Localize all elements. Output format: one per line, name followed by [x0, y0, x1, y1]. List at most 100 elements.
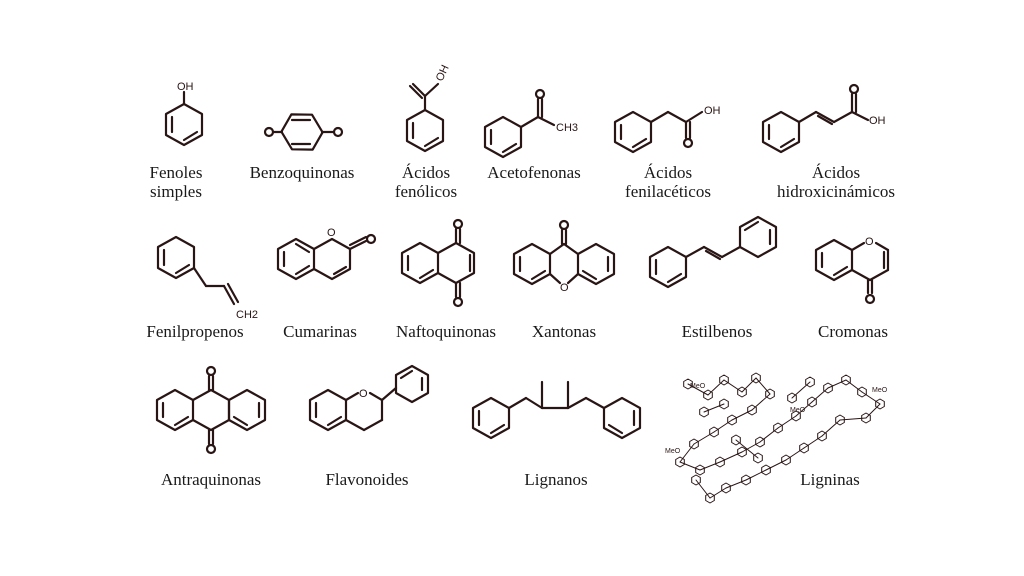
ring-oxygen: O [327, 227, 336, 239]
lignin-bond [699, 461, 721, 471]
lignin-ring [751, 372, 761, 384]
lignin-ring [787, 392, 797, 404]
lignin-bond [687, 383, 709, 396]
lignin-ring [807, 396, 817, 408]
oh-label: OH [704, 105, 721, 117]
lignin-ring [727, 414, 737, 426]
lignin-bond [777, 415, 797, 429]
ch3-label: CH3 [556, 122, 578, 134]
lignin-bond [723, 379, 743, 393]
lignin-bond [865, 403, 881, 419]
lignin-ring [805, 376, 815, 388]
lignin-ring [709, 426, 719, 438]
lignin-ring [861, 412, 871, 424]
lignin-bond [755, 377, 771, 395]
ring-oxygen: O [865, 236, 874, 248]
lignin-ring [683, 378, 693, 390]
lignin-ring [799, 442, 809, 454]
lignin-bond [741, 441, 761, 453]
lignin-bond [845, 379, 863, 393]
label-fenilpropenos: Fenilpropenos [146, 322, 244, 341]
lignin-ring [875, 398, 885, 410]
label-xantonas: Xantonas [531, 322, 597, 341]
lignin-bond [725, 479, 747, 489]
lignin-bond [791, 381, 811, 399]
label-benzoquinonas: Benzoquinonas [249, 163, 355, 182]
lignin-bond [861, 391, 881, 405]
lignin-ring [791, 410, 801, 422]
methoxy-label: MeO [690, 383, 706, 390]
lignin-bond [695, 479, 711, 499]
lignin-ring [689, 438, 699, 450]
lignin-ring [835, 414, 845, 426]
label-flavonoides: Flavonoides [325, 470, 409, 489]
lignin-bond [709, 487, 727, 499]
methoxy-label: MeO [872, 387, 888, 394]
lignin-ring [699, 406, 709, 418]
lignin-ring [737, 446, 747, 458]
lignin-bond [719, 451, 743, 463]
lignin-ring [737, 386, 747, 398]
lignin-ring [719, 398, 729, 410]
lignin-ring [695, 464, 705, 476]
lignin-ring [755, 436, 765, 448]
lignin-ring [705, 492, 715, 504]
lignin-bond [707, 379, 725, 396]
methoxy-label: MeO [790, 407, 806, 414]
lignin-ring [741, 474, 751, 486]
ring-oxygen: O [560, 282, 569, 294]
label-acetofenonas: Acetofenonas [487, 163, 581, 182]
lignin-ring [765, 388, 775, 400]
ring-oxygen: O [359, 388, 368, 400]
lignin-bond [745, 469, 767, 481]
lignin-ring [747, 404, 757, 416]
label-cumarinas: Cumarinas [283, 322, 357, 341]
lignin-ring [721, 482, 731, 494]
lignin-bond [741, 377, 757, 393]
lignin-ring [823, 382, 833, 394]
lignin-bond [795, 401, 813, 417]
methoxy-label: MeO [665, 448, 681, 455]
lignin-bond [679, 443, 695, 463]
lignin-bond [679, 461, 701, 471]
lignin-bond [751, 393, 771, 411]
label-antraquinonas: Antraquinonas [160, 470, 262, 489]
lignin-bond [759, 427, 779, 443]
lignin-bond [821, 419, 841, 437]
label-naftoquinonas: Naftoquinonas [395, 322, 497, 341]
label-lignanos: Lignanos [524, 470, 588, 489]
lignin-bond [785, 447, 805, 461]
lignin-ring [761, 464, 771, 476]
label-estilbenos: Estilbenos [681, 322, 753, 341]
lignin-ring [703, 389, 713, 401]
lignin-ring [719, 374, 729, 386]
lignin-ring [715, 456, 725, 468]
lignin-ring [675, 456, 685, 468]
lignin-bond [713, 419, 733, 433]
lignin-bond [693, 431, 715, 445]
ch2-label: CH2 [236, 309, 258, 321]
lignin-bond [803, 435, 823, 449]
lignin-ring [773, 422, 783, 434]
lignin-ring [841, 374, 851, 386]
lignin-bond [765, 459, 787, 471]
lignin-ring [857, 386, 867, 398]
oh-label: OH [177, 81, 194, 93]
lignin-bond [811, 387, 829, 403]
lignin-ring [691, 474, 701, 486]
label-cromonas: Cromonas [818, 322, 888, 341]
oh-label: OH [869, 115, 886, 127]
lignin-ring [817, 430, 827, 442]
lignin-ring [731, 434, 741, 446]
lignin-ring [781, 454, 791, 466]
label-ligninas: Ligninas [800, 470, 860, 489]
lignin-bond [731, 409, 753, 421]
lignin-bond [827, 379, 847, 389]
lignin-ring [753, 452, 763, 464]
lignin-bond [703, 403, 725, 413]
